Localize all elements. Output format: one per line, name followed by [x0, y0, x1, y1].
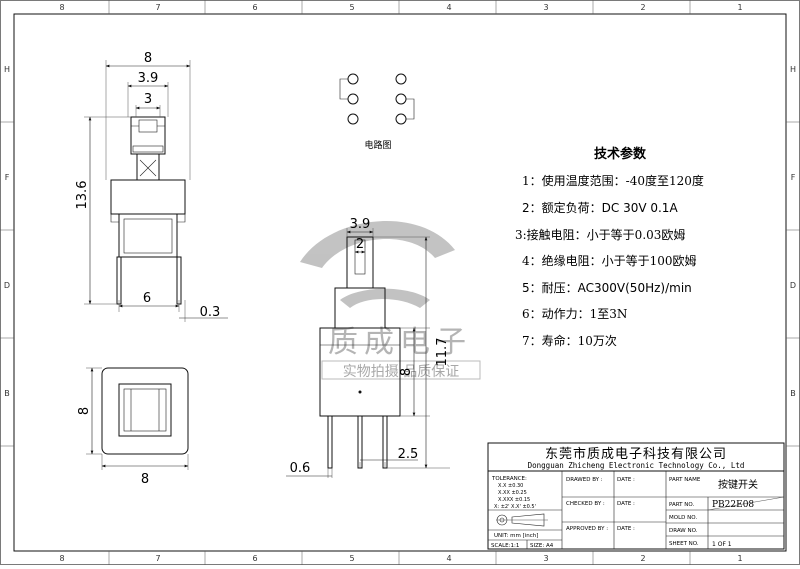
- mold-no-label: MOLD NO.: [669, 515, 697, 521]
- tolerance-line: X.XXX ±0.15: [498, 497, 530, 503]
- tolerance-line: X.XX ±0.25: [498, 490, 527, 496]
- company-name-cn: 东莞市质成电子科技有限公司: [545, 446, 727, 462]
- dim-bottom-height: 8: [77, 407, 92, 415]
- col-label-top: 7: [155, 3, 160, 12]
- scale-label: SCALE:1:1: [491, 543, 519, 549]
- dim-height: 13.6: [75, 181, 90, 210]
- spec-title: 技术参数: [594, 146, 647, 162]
- sheet-no-label: SHEET NO.: [669, 541, 699, 547]
- col-label-top: 4: [446, 3, 451, 12]
- col-label-bottom: 5: [349, 554, 354, 563]
- col-label-bottom: 7: [155, 554, 160, 563]
- title-block: 东莞市质成电子科技有限公司 Dongguan Zhicheng Electron…: [487, 442, 785, 550]
- watermark-main: 质成电子: [328, 325, 472, 360]
- sheet-no-value: 1 OF 1: [712, 541, 732, 548]
- tolerance-line: X.X ±0.30: [498, 483, 523, 489]
- approved-by-label: APPROVED BY :: [566, 526, 608, 532]
- size-label: SIZE: A4: [530, 543, 554, 549]
- spec-item: 5：耐压：AC300V(50Hz)/min: [522, 281, 692, 295]
- spec-item: 2：额定负荷：DC 30V 0.1A: [522, 200, 678, 215]
- dim-side-pin-width: 0.6: [290, 461, 311, 476]
- col-label-top: 6: [252, 3, 257, 12]
- col-label-top: 3: [543, 3, 548, 12]
- dim-side-height: 11.7: [435, 338, 450, 367]
- date-label: DATE :: [617, 501, 635, 507]
- spec-item: 4：绝缘电阻：小于等于100欧姆: [522, 253, 697, 268]
- spec-item: 7：寿命：10万次: [522, 333, 617, 348]
- col-label-bottom: 3: [543, 554, 548, 563]
- circuit-diagram: 电路图: [339, 73, 415, 151]
- part-no-label: PART NO.: [669, 502, 694, 508]
- col-label-top: 2: [640, 3, 645, 12]
- date-label: DATE :: [617, 526, 635, 532]
- dim-side-body: 8: [399, 368, 414, 376]
- dim-width: 8: [144, 51, 152, 66]
- row-label-right: B: [790, 389, 796, 398]
- watermark-sub: 实物拍摄 品质保证: [343, 364, 459, 380]
- dim-pin-thickness: 0.3: [200, 305, 221, 320]
- part-name-label: PART NAME: [669, 477, 701, 483]
- drawn-by-label: DRAWED BY :: [566, 477, 603, 483]
- col-label-top: 8: [59, 3, 64, 12]
- draw-no-label: DRAW NO.: [669, 528, 698, 534]
- row-label-right: F: [791, 173, 796, 182]
- tolerance-line: X: ±2' X.X' ±0.5': [494, 504, 536, 510]
- col-label-top: 5: [349, 3, 354, 12]
- dim-side-pin-pitch: 2.5: [398, 447, 419, 462]
- projection-symbol-icon: [496, 513, 548, 527]
- col-label-bottom: 4: [446, 554, 451, 563]
- checked-by-label: CHECKED BY :: [566, 501, 605, 507]
- watermark: 质成电子 实物拍摄 品质保证: [300, 221, 481, 380]
- dim-stem: 3: [144, 92, 152, 107]
- part-no-value: PB22E08: [712, 500, 754, 510]
- col-label-bottom: 1: [737, 554, 742, 563]
- dim-pin-pitch: 6: [143, 291, 151, 306]
- dim-bottom-width: 8: [141, 472, 149, 487]
- col-label-bottom: 6: [252, 554, 257, 563]
- watermark-logo-icon: [300, 221, 455, 268]
- company-name-en: Dongguan Zhicheng Electronic Technology …: [528, 461, 745, 470]
- dim-side-stem: 2: [356, 237, 364, 252]
- row-label-left: H: [4, 65, 10, 74]
- front-view: 8 3.9 3 13.6 6 0.3: [75, 51, 228, 322]
- part-name-value: 按键开关: [718, 478, 758, 491]
- row-label-left: B: [4, 389, 10, 398]
- bottom-view: 8 8: [77, 367, 189, 487]
- row-label-left: D: [4, 281, 10, 290]
- spec-item: 6：动作力：1至3N: [522, 307, 627, 321]
- unit-label: UNIT: mm [inch]: [494, 533, 538, 539]
- row-label-right: D: [790, 281, 796, 290]
- circuit-label: 电路图: [364, 139, 391, 151]
- tolerance-label: TOLERANCE:: [491, 476, 527, 482]
- row-label-right: H: [790, 65, 796, 74]
- date-label: DATE :: [617, 477, 635, 483]
- side-view: 3.9 2 11.7 8 0.6 2.5: [286, 217, 450, 478]
- spec-item: 3:接触电阻：小于等于0.03欧姆: [515, 227, 685, 242]
- col-label-top: 1: [737, 3, 742, 12]
- dim-collar: 3.9: [138, 71, 159, 86]
- col-label-bottom: 8: [59, 554, 64, 563]
- spec-item: 1：使用温度范围：-40度至120度: [522, 173, 704, 188]
- spec-block: 技术参数 1：使用温度范围：-40度至120度 2：额定负荷：DC 30V 0.…: [515, 146, 704, 348]
- row-label-left: F: [5, 173, 10, 182]
- dim-side-top: 3.9: [350, 217, 371, 232]
- col-label-bottom: 2: [640, 554, 645, 563]
